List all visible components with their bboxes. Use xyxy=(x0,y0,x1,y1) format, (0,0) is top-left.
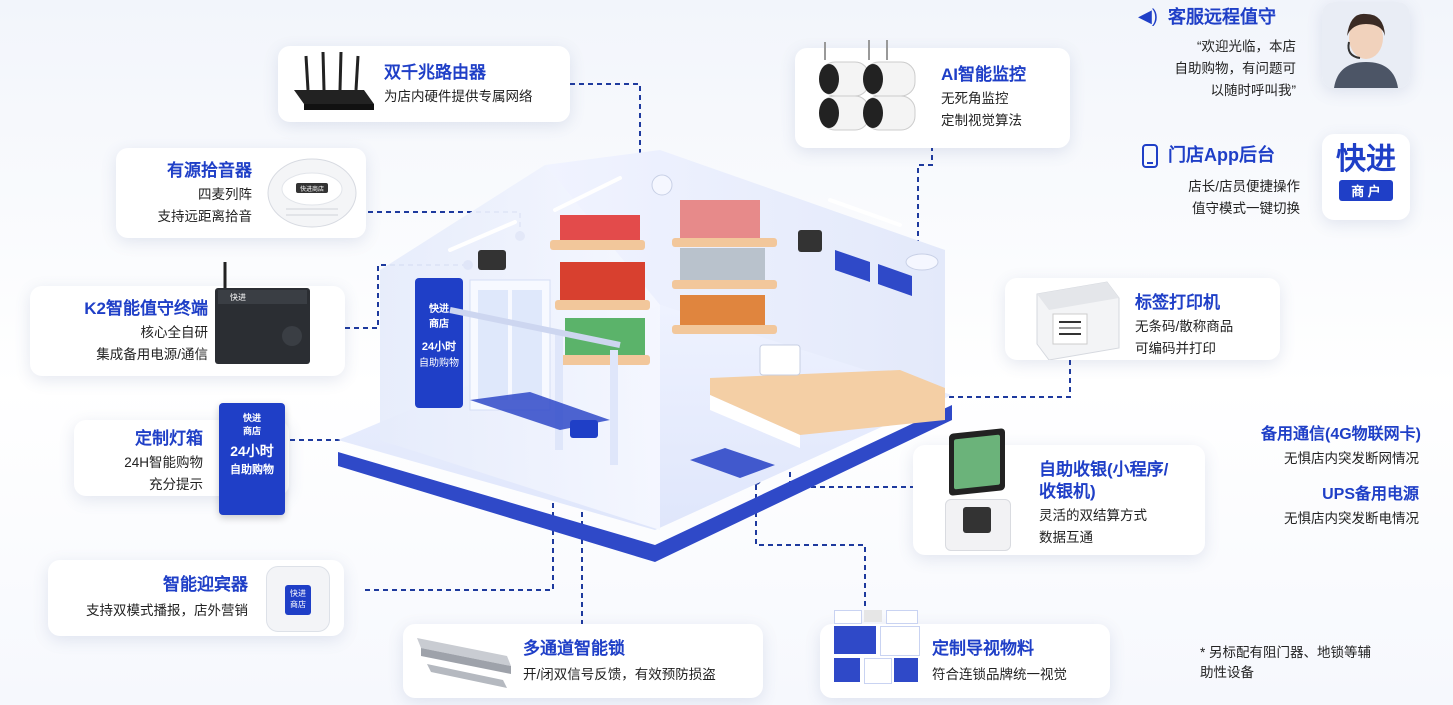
lightbox-sub: 自助购物 xyxy=(230,464,274,476)
lock-image xyxy=(417,638,511,688)
store-sign: 快进 商店 24小时 自助购物 xyxy=(418,300,460,369)
router-card: 双千兆路由器 为店内硬件提供专属网络 xyxy=(278,46,570,122)
guide-card: 定制导视物料 符合连锁品牌统一视觉 xyxy=(820,610,1110,698)
mic-desc-1: 四麦列阵 xyxy=(198,187,252,202)
greeter-card: 智能迎宾器 支持双模式播报，店外营销 快进 商店 xyxy=(48,560,344,636)
counter xyxy=(710,370,945,435)
k2-desc-1: 核心全自研 xyxy=(140,325,209,340)
service-quote-3: 以随时呼叫我” xyxy=(1210,83,1297,98)
cashier-card: 自助收银(小程序/ 收银机) 灵活的双结算方式 数据互通 xyxy=(913,428,1205,555)
agent-icon xyxy=(1322,2,1410,88)
lock-desc: 开/闭双信号反馈，有效预防损盗 xyxy=(523,667,716,682)
mic-card: 有源拾音器 四麦列阵 支持远距离拾音 快进商店 xyxy=(116,148,366,238)
app-title: 门店App后台 xyxy=(1168,145,1275,165)
app-desc-1: 店长/店员便捷操作 xyxy=(1188,179,1300,194)
monitor-desc-2: 定制视觉算法 xyxy=(941,113,1022,128)
backup-comm-title: 备用通信(4G物联网卡) xyxy=(1260,426,1421,443)
lightbox-desc-2: 充分提示 xyxy=(149,477,203,492)
printer-connector xyxy=(890,360,1071,398)
service-quote-2: 自助购物，有问题可 xyxy=(1174,61,1297,76)
lightbox-big: 24小时 xyxy=(230,443,274,459)
lightbox-title: 定制灯箱 xyxy=(135,429,203,448)
router-image xyxy=(294,51,374,110)
phone-icon xyxy=(1142,144,1158,168)
mic-desc-2: 支持远距离拾音 xyxy=(157,209,253,224)
greeter-image: 快进 商店 xyxy=(266,566,330,632)
greeter-desc: 支持双模式播报，店外营销 xyxy=(86,603,248,618)
backup-comm-desc: 无惧店内突发断网情况 xyxy=(1284,451,1419,466)
guide-title: 定制导视物料 xyxy=(932,639,1034,658)
service-quote-1: “欢迎光临，本店 xyxy=(1197,39,1296,54)
monitor-desc-1: 无死角监控 xyxy=(941,91,1009,106)
app-desc-2: 值守模式一键切换 xyxy=(1192,201,1300,216)
footnote-line-1: * 另标配有阻门器、地锁等辅 xyxy=(1200,645,1372,660)
printer-image xyxy=(1036,281,1120,360)
printer-desc-1: 无条码/散称商品 xyxy=(1135,319,1234,334)
store-sign-sub: 自助购物 xyxy=(419,358,459,369)
service-avatar xyxy=(1322,2,1410,88)
mic-title: 有源拾音器 xyxy=(167,161,252,180)
greeter-title: 智能迎宾器 xyxy=(163,575,248,594)
app-logo-sub: 商 户 xyxy=(1339,180,1393,201)
monitor-card: AI智能监控 无死角监控 定制视觉算法 xyxy=(795,40,1070,148)
backup-ups-desc: 无惧店内突发断电情况 xyxy=(1284,511,1419,526)
lock-title: 多通道智能锁 xyxy=(523,639,625,658)
k2-terminal-image: 快进 xyxy=(215,262,310,364)
k2-card: K2智能值守终端 核心全自研 集成备用电源/通信 快进 xyxy=(30,262,345,376)
greeter-brand2: 商店 xyxy=(290,600,306,609)
store-sign-brand: 快进 xyxy=(429,304,449,315)
guide-desc: 符合连锁品牌统一视觉 xyxy=(932,667,1067,682)
cashier-title-2: 收银机) xyxy=(1039,482,1096,501)
mic-brand: 快进商店 xyxy=(300,185,324,193)
lightbox-brand: 快进 xyxy=(242,413,261,423)
footnote-line-2: 助性设备 xyxy=(1200,665,1254,680)
lightbox-brand2: 商店 xyxy=(242,426,261,436)
speaker-icon: ◀) xyxy=(1138,6,1158,26)
service-title: 客服远程值守 xyxy=(1168,7,1276,27)
printer-title: 标签打印机 xyxy=(1135,293,1220,312)
lock-card: 多通道智能锁 开/闭双信号反馈，有效预防损盗 xyxy=(403,624,763,698)
lightbox-desc-1: 24H智能购物 xyxy=(124,455,203,470)
store-sign-brand2: 商店 xyxy=(429,319,449,330)
camera-image xyxy=(819,40,916,131)
k2-title: K2智能值守终端 xyxy=(84,299,208,318)
k2-desc-2: 集成备用电源/通信 xyxy=(96,347,208,362)
printer-desc-2: 可编码并打印 xyxy=(1135,341,1216,356)
guide-image xyxy=(830,610,922,690)
router-desc: 为店内硬件提供专属网络 xyxy=(384,89,533,104)
backup-ups-title: UPS备用电源 xyxy=(1322,486,1419,503)
mic-image: 快进商店 xyxy=(267,158,357,228)
store-sign-big: 24小时 xyxy=(421,341,457,353)
cashier-title: 自助收银(小程序/ xyxy=(1039,460,1169,479)
lightbox-image: 快进 商店 24小时 自助购物 xyxy=(219,403,285,515)
greeter-brand: 快进 xyxy=(290,589,306,598)
router-title: 双千兆路由器 xyxy=(384,63,486,82)
cashier-desc-1: 灵活的双结算方式 xyxy=(1039,508,1147,523)
cashier-desc-2: 数据互通 xyxy=(1039,530,1093,545)
cashier-image xyxy=(945,428,1017,551)
monitor-title: AI智能监控 xyxy=(941,65,1026,84)
app-logo: 快进 商 户 xyxy=(1322,134,1410,220)
app-logo-main: 快进 xyxy=(1336,143,1396,176)
printer-card: 标签打印机 无条码/散称商品 可编码并打印 xyxy=(1005,278,1280,360)
k2-brand: 快进 xyxy=(230,292,246,302)
